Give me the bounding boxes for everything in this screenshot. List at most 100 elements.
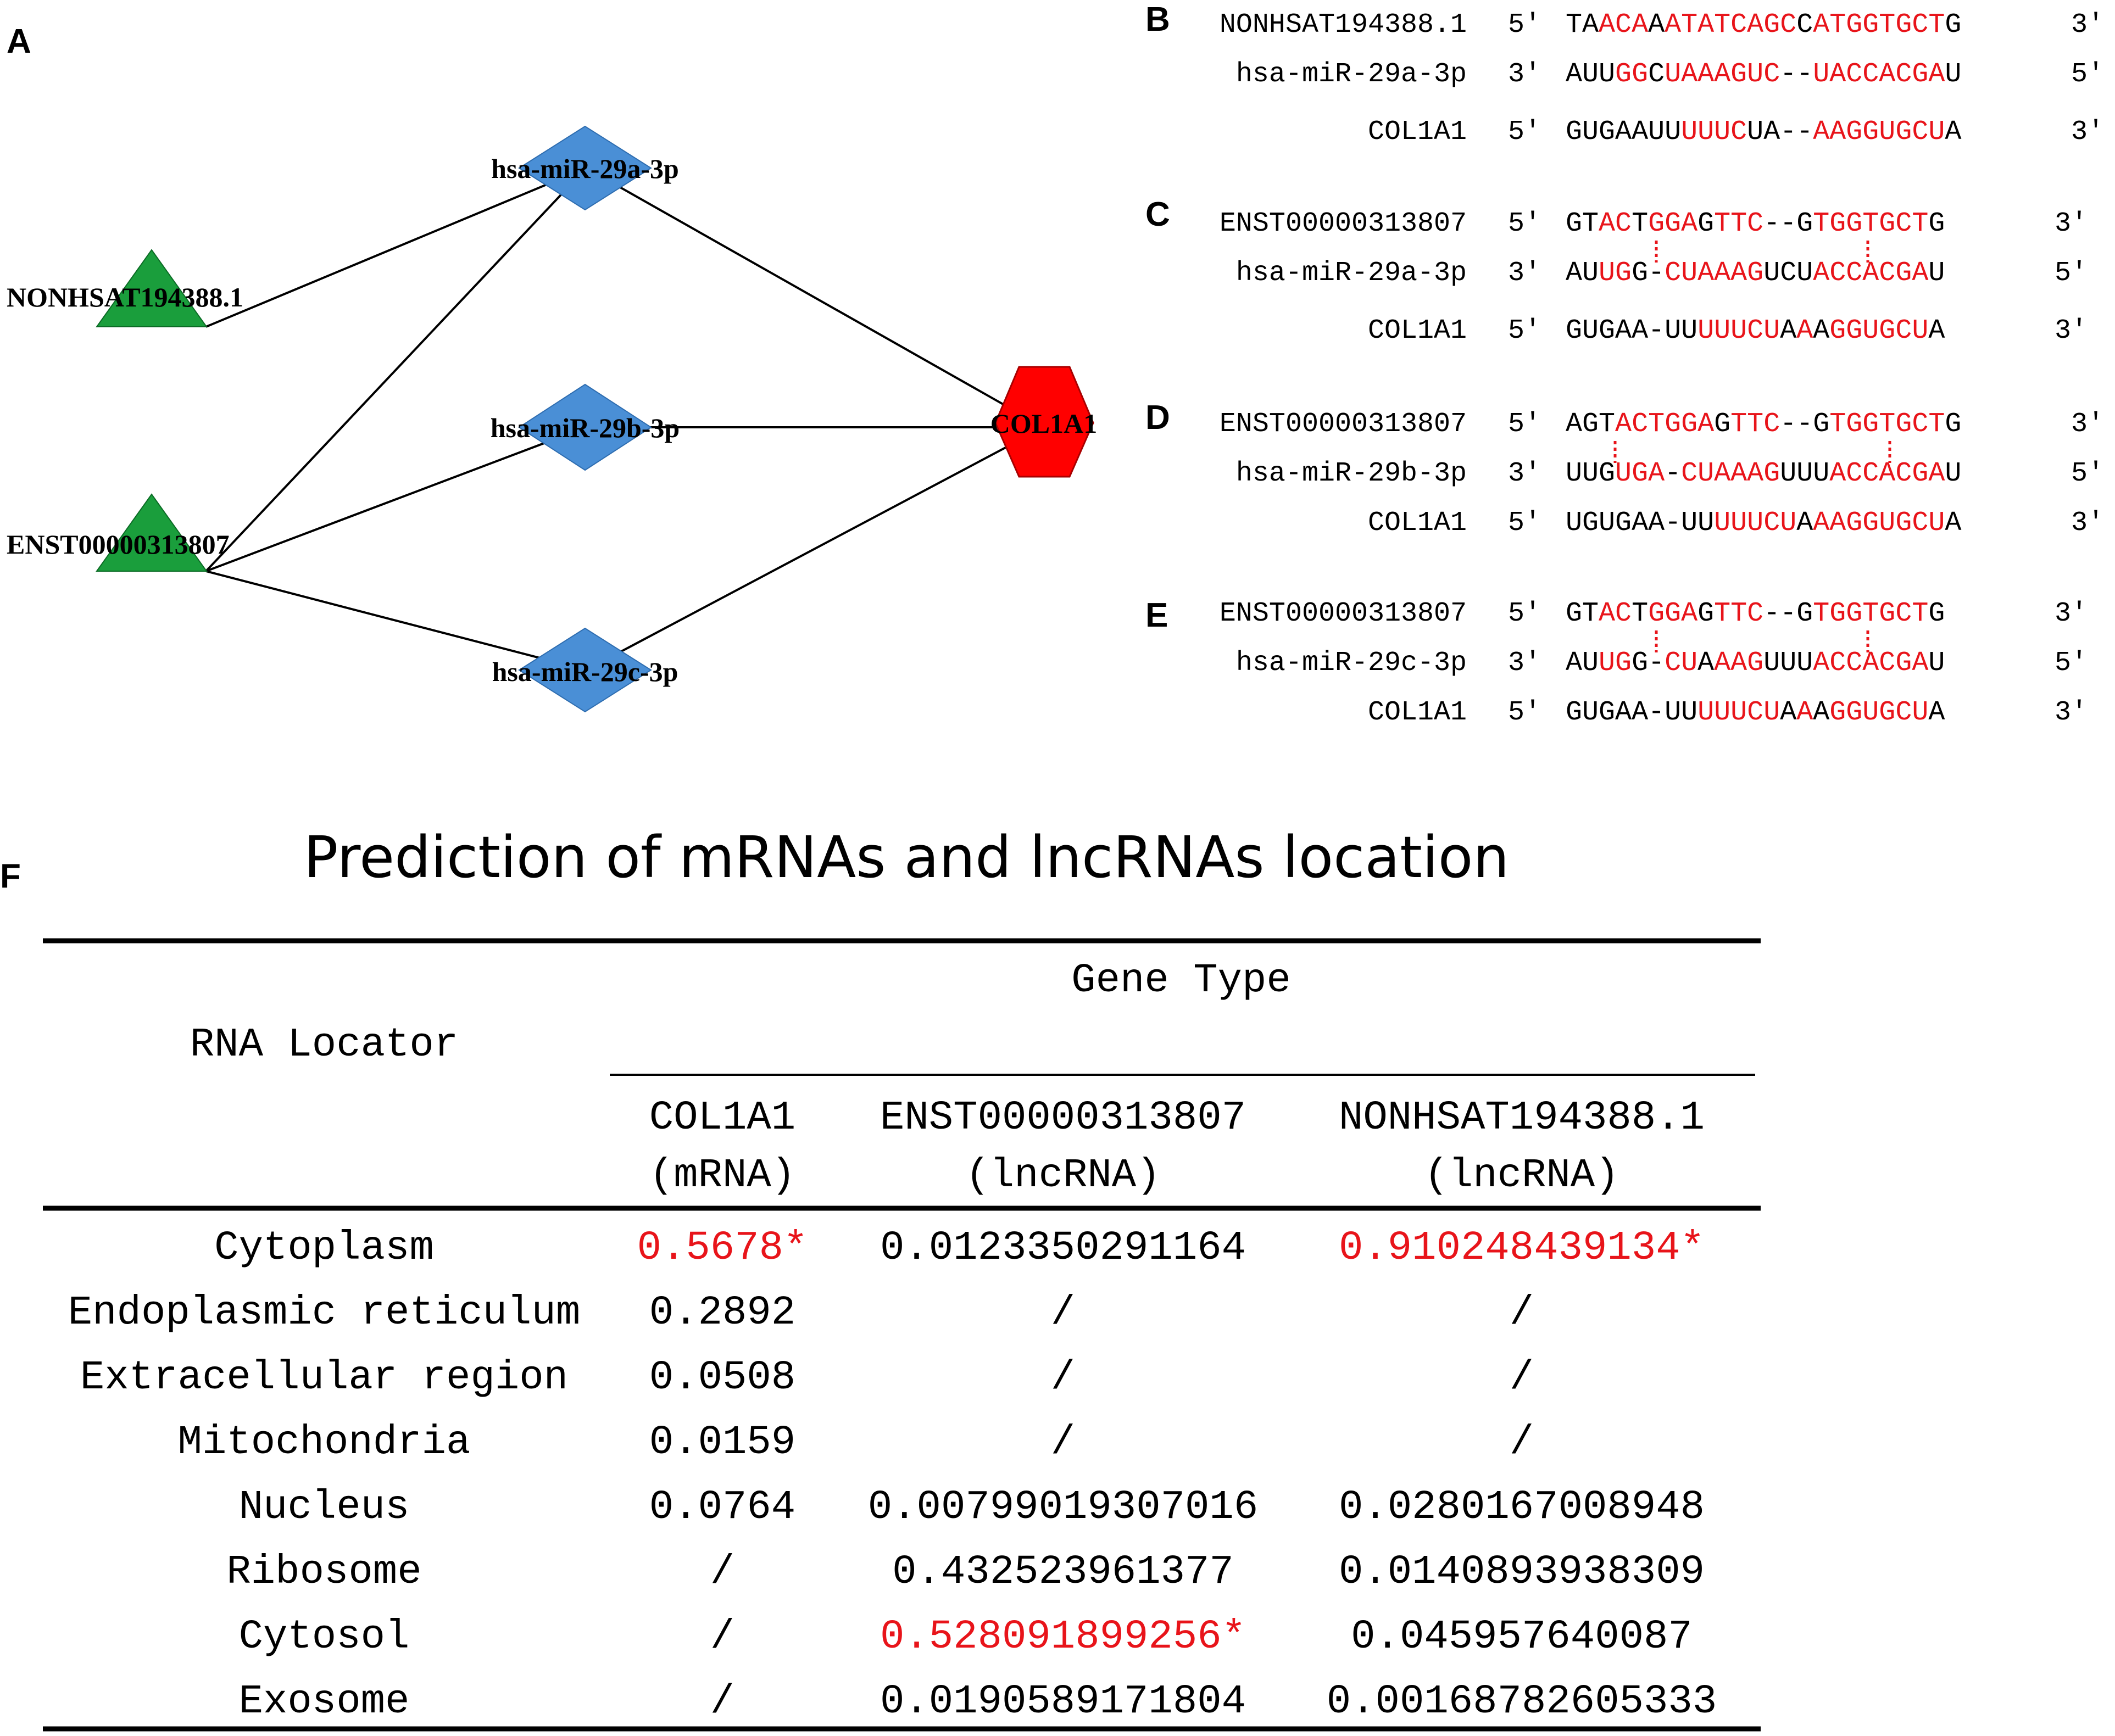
node-mir29a-diamond [518,125,652,211]
table-cell: 0.0764 [649,1484,795,1531]
table-cell: 0.432523961377 [892,1549,1234,1595]
table-row-label: Cytoplasm [214,1225,434,1271]
alignment-d-row-2-prime-left: 3′ [1508,458,1541,489]
alignment-d-row-2-name: hsa-miR-29b-3p [1236,458,1467,489]
panel-letter-b: B [1145,1,1170,38]
table-cell: 0.00799019307016 [868,1484,1259,1531]
alignment-d-row-2-prime-right: 5′ [2071,458,2104,489]
node-label-col1a1: COL1A1 [990,408,1097,439]
panel-letter-e: E [1145,596,1168,634]
alignment-d-row-1-sequence: AGTACTGGAGTTC--GTGGTGCTG [1566,409,1961,440]
alignment-c-row-1-sequence: GTACTGGAGTTC--GTGGTGCTG [1566,208,1945,239]
alignment-b: NONHSAT194388.1 5′ TAACAAATATCAGCCATGGTG… [1220,9,2104,148]
alignment-b-row-3-sequence: GUGAAUUUUUCUA--AAGGUGCUA [1566,116,1961,148]
alignment-panels: NONHSAT194388.1 5′ TAACAAATATCAGCCATGGTG… [1220,9,2104,728]
alignment-e-row-3-prime-right: 3′ [2055,697,2088,728]
node-enst-triangle [96,493,208,572]
table-row-label: Exosome [239,1679,410,1725]
table-cell: / [1510,1420,1534,1466]
table-cell: 0.0508 [649,1355,795,1401]
table-cell: / [1051,1420,1075,1466]
alignment-e-row-1-name: ENST00000313807 [1220,598,1467,629]
table-cell: 0.528091899256* [880,1614,1246,1660]
table-cell: / [710,1549,734,1595]
alignment-e-row-3-name: COL1A1 [1368,697,1467,728]
table-body: Cytoplasm 0.5678* 0.0123350291164 0.9102484… [68,1225,1717,1725]
table-title: Prediction of mRNAs and lncRNAs location [303,824,1510,891]
column-header-name: NONHSAT194388.1 [1339,1095,1705,1141]
table-cell: 0.2892 [649,1290,795,1336]
alignment-e-row-2-prime-left: 3′ [1508,647,1541,679]
table-row-label: Ribosome [226,1549,421,1595]
edge-enst-mir29b [205,426,587,572]
alignment-d-row-1-prime-left: 5′ [1508,409,1541,440]
table-cell: 0.0190589171804 [880,1679,1246,1725]
alignment-e-row-1-prime-left: 5′ [1508,598,1541,629]
alignment-c-row-2-sequence: AUUGG-CUAAAGUCUACCACGAU [1566,258,1945,289]
alignment-b-row-2-prime-left: 3′ [1508,59,1541,90]
table-row-label: Cytosol [239,1614,410,1660]
alignment-c-row-3-name: COL1A1 [1368,315,1467,347]
alignment-b-row-1-sequence: TAACAAATATCAGCCATGGTGCTG [1566,9,1961,41]
alignment-b-row-3-prime-right: 3′ [2071,116,2104,148]
table-row-label: Mitochondria [178,1420,471,1466]
alignment-d-row-3-name: COL1A1 [1368,507,1467,539]
panel-letter-c: C [1145,196,1170,233]
alignment-e-row-2-sequence: AUUGG-CUAAAGUUUACCACGAU [1566,647,1945,679]
alignment-d-row-3-prime-left: 5′ [1508,507,1541,539]
alignment-b-row-2-sequence: AUUGGCUAAAGUC--UACCACGAU [1566,59,1961,90]
table-cell: / [1510,1355,1534,1401]
alignment-b-row-1-name: NONHSAT194388.1 [1220,9,1467,41]
edge-nonhsat-mir29a [205,167,587,328]
alignment-e-row-3-sequence: GUGAA-UUUUUCUAAAGGUGCUA [1566,697,1945,728]
table-cell: / [1051,1290,1075,1336]
alignment-c-row-3-prime-left: 5′ [1508,315,1541,347]
alignment-c-row-2-prime-left: 3′ [1508,258,1541,289]
table-cell: / [1510,1290,1534,1336]
alignment-c-row-3-prime-right: 3′ [2055,315,2088,347]
alignment-c: ENST00000313807 5′ GTACTGGAGTTC--GTGGTGC… [1220,208,2088,347]
alignment-e-row-3-prime-left: 5′ [1508,697,1541,728]
node-label-mir29a: hsa-miR-29a-3p [491,153,679,184]
node-label-nonhsat: NONHSAT194388.1 [7,282,243,312]
panel-letter-a: A [7,23,31,60]
table-cell: 0.5678* [637,1225,808,1271]
network-diagram: NONHSAT194388.1 ENST00000313807 hsa-miR-… [7,125,1097,713]
table-cell: 0.045957640087 [1351,1614,1693,1660]
column-header-type: (mRNA) [649,1153,795,1199]
alignment-e: ENST00000313807 5′ GTACTGGAGTTC--GTGGTGC… [1220,598,2088,728]
group-header-label: Gene Type [1071,958,1291,1004]
table-cell: 0.0123350291164 [880,1225,1246,1271]
alignment-d-row-1-name: ENST00000313807 [1220,409,1467,440]
table-cell: 0.00168782605333 [1327,1679,1717,1725]
panel-letter-d: D [1145,399,1170,437]
alignment-e-row-1-prime-right: 3′ [2055,598,2088,629]
alignment-b-row-2-prime-right: 5′ [2071,59,2104,90]
table-cell: 0.0140893938309 [1339,1549,1705,1595]
table-cell: 0.910248439134* [1339,1225,1705,1271]
alignment-d: ENST00000313807 5′ AGTACTGGAGTTC--GTGGTG… [1220,409,2104,539]
column-header-name: COL1A1 [649,1095,795,1141]
column-header-type: (lncRNA) [965,1153,1160,1199]
alignment-c-row-3-sequence: GUGAA-UUUUUCUAAAGGUGCUA [1566,315,1945,347]
table-row-label: Nucleus [239,1484,410,1531]
table-row-label: Extracellular region [80,1355,568,1401]
alignment-c-row-1-name: ENST00000313807 [1220,208,1467,239]
edge-mir29c-col1a1 [586,426,1044,671]
column-header-type: (lncRNA) [1424,1153,1619,1199]
network-edges [205,167,1044,671]
table-cell: 0.0280167008948 [1339,1484,1705,1531]
alignment-b-row-3-name: COL1A1 [1368,116,1467,148]
alignment-c-row-2-prime-right: 5′ [2055,258,2088,289]
row-header-label: RNA Locator [190,1022,458,1068]
column-header-name: ENST00000313807 [880,1095,1246,1141]
node-nonhsat-triangle [96,249,208,327]
alignment-d-row-2-sequence: UUGUGA-CUAAAGUUUACCACGAU [1566,458,1961,489]
alignment-e-row-2-prime-right: 5′ [2055,647,2088,679]
panel-letter-f: F [0,857,21,895]
alignment-d-row-3-sequence: UGUGAA-UUUUUCUAAAGGUGCUA [1566,507,1961,539]
alignment-c-row-1-prime-right: 3′ [2055,208,2088,239]
alignment-c-row-1-prime-left: 5′ [1508,208,1541,239]
alignment-b-row-1-prime-left: 5′ [1508,9,1541,41]
node-col1a1-hexagon [994,366,1094,478]
